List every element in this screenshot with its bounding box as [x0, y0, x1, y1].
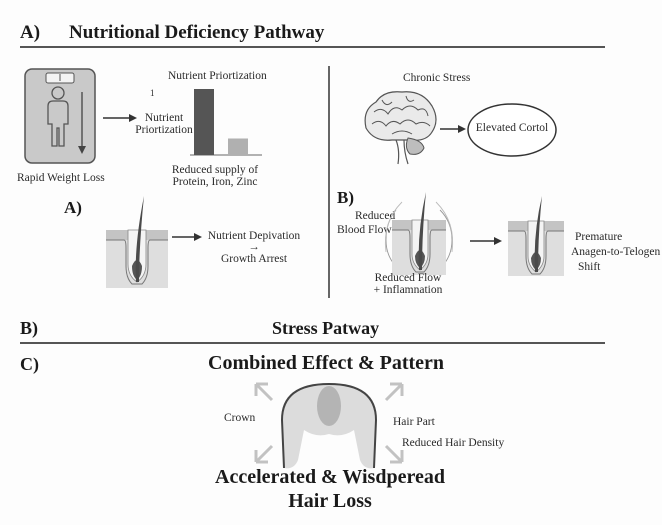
chart-title: Nutrient Priortization — [168, 70, 267, 82]
expand-arrows — [254, 382, 404, 464]
brain-icon — [364, 91, 437, 165]
arrow-down-right-icon — [384, 444, 404, 464]
chart-axis-tick: 1 — [150, 88, 155, 98]
deprivation-line1: Nutrient Depivation — [207, 230, 301, 242]
arrow-right-icon — [440, 125, 466, 133]
section-c-letter: C) — [20, 354, 39, 374]
chart-caption-line1: Reduced supply of — [171, 164, 259, 176]
scalp-pattern-diagram — [254, 382, 404, 469]
hair-loss-result-line2: Hair Loss — [288, 490, 372, 512]
cortisol-ellipse — [467, 103, 557, 157]
sub-b-letter: B) — [337, 188, 354, 207]
section-b-letter: B) — [20, 318, 38, 338]
arrow-right-icon — [470, 237, 502, 245]
blood-flow-line2: Blood Flow — [337, 224, 392, 236]
hair-part-label: Hair Part — [393, 416, 435, 428]
arrow-up-right-icon — [384, 382, 404, 402]
shift-line3: Shift — [578, 261, 601, 273]
chart-ylabel: Nutrient Priortization — [135, 112, 193, 136]
arrow-right-icon — [172, 233, 202, 241]
section-c-title: Combined Effect & Pattern — [208, 352, 445, 374]
arrow-down-left-icon — [254, 444, 274, 464]
crown-label: Crown — [224, 412, 256, 424]
reduced-flow-line1: Reduced Flow — [374, 272, 442, 284]
pathway-separator — [328, 66, 330, 298]
rapid-weight-loss-label: Rapid Weight Loss — [17, 172, 105, 184]
section-a-letter: A) — [20, 22, 41, 43]
chart-ylabel-line1: Nutrient — [144, 112, 184, 124]
shift-line2: Anagen-to-Telogen — [571, 246, 661, 258]
section-b-divider — [20, 342, 605, 344]
chart-caption: Reduced supply of Protein, Iron, Zinc — [160, 164, 270, 188]
chart-caption-line2: Protein, Iron, Zinc — [172, 176, 258, 188]
blood-flow-line1: Reduced — [355, 210, 396, 222]
sub-a-letter: A) — [64, 198, 82, 217]
section-a-title: Nutritional Deficiency Pathway — [69, 22, 325, 43]
chart-ylabel-line2: Priortization — [135, 124, 193, 136]
reduced-flow-line2: + Inflamnation — [373, 284, 443, 296]
deprivation-arrow: → — [248, 241, 260, 253]
chart-bar-priority — [194, 89, 214, 155]
chart-bar-supply — [228, 138, 248, 155]
arrow-up-left-icon — [254, 382, 274, 402]
arrow-right-icon — [103, 114, 137, 122]
weight-scale-icon — [24, 68, 96, 164]
reduced-density-label: Reduced Hair Density — [402, 437, 505, 449]
telogen-follicle-icon — [508, 196, 564, 276]
deprivation-line2: Growth Arrest — [220, 253, 288, 265]
stressed-follicle-icon — [384, 192, 454, 275]
reduced-flow-inflammation: Reduced Flow + Inflamnation — [360, 272, 456, 296]
chronic-stress-label: Chronic Stress — [403, 72, 471, 84]
shift-line1: Premature — [575, 231, 623, 243]
nutrient-bar-chart — [190, 89, 262, 156]
hair-follicle-icon — [106, 196, 168, 288]
hair-loss-result-line1: Accelerated & Wisdperead — [215, 466, 445, 488]
section-b-title: Stress Patway — [272, 318, 380, 338]
nutrient-deprivation-result: Nutrient Depivation → Growth Arrest — [204, 230, 304, 265]
section-a-divider — [20, 46, 605, 48]
elevated-cortisol-label: Elevated Cortol — [475, 122, 549, 134]
